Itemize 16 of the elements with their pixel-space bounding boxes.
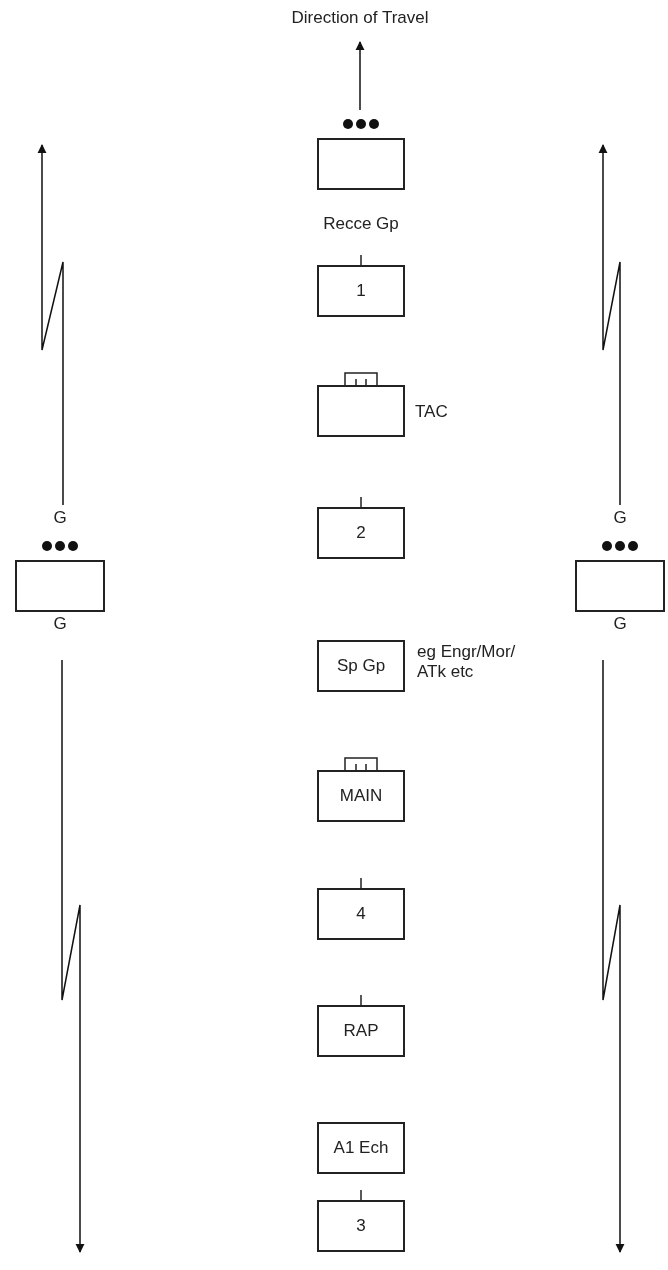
unit-box: A1 Ech (317, 1122, 405, 1174)
note-text: eg Engr/Mor/ ATk etc (417, 642, 517, 682)
unit-box: MAIN (317, 770, 405, 822)
unit-box: 4 (317, 888, 405, 940)
unit-box: 1 (317, 265, 405, 317)
unit-label: G (53, 508, 67, 528)
unit-label: G (53, 614, 67, 634)
unit-label: G (613, 508, 627, 528)
unit-box: 3 (317, 1200, 405, 1252)
unit-label: Recce Gp (323, 214, 399, 234)
direction-label: Direction of Travel (291, 8, 429, 28)
unit-box: RAP (317, 1005, 405, 1057)
unit-label: TAC (415, 402, 448, 422)
unit-box: 2 (317, 507, 405, 559)
unit-label: G (613, 614, 627, 634)
unit-box: Sp Gp (317, 640, 405, 692)
